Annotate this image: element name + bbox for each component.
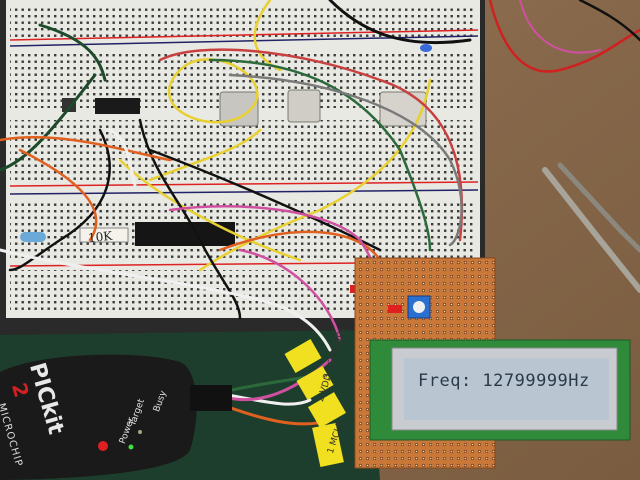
wire-tag-4 (312, 422, 344, 468)
crystal-oscillator-2 (287, 89, 321, 123)
capacitor-blue-left (20, 232, 46, 242)
trimmer-knob (413, 301, 425, 313)
crystal-oscillator-3 (379, 91, 427, 127)
tweezers-arm (557, 162, 640, 253)
pickit-programmer (0, 354, 197, 480)
crystal-oscillator-1 (219, 91, 259, 127)
tweezers (542, 167, 640, 293)
breadboard-middle-strip (10, 120, 475, 180)
pickit-connector (190, 385, 232, 411)
red-component (388, 305, 402, 313)
wire-tag-3 (308, 392, 346, 428)
breadboard-top-rails (10, 8, 475, 38)
resistor-label: 10K (87, 228, 113, 246)
rail-blue-mid (9, 189, 479, 195)
wire-tag-1 (284, 338, 322, 374)
wire-tag-2 (296, 365, 334, 401)
rail-red-top (9, 29, 479, 41)
lcd-readout: Freq: 12799999Hz (418, 371, 590, 391)
power-led (128, 444, 134, 450)
switch-component (95, 98, 140, 114)
led-red (350, 285, 356, 293)
capacitor-blue-top (420, 44, 432, 52)
target-led (138, 430, 142, 434)
lcd-glass (404, 358, 609, 420)
rail-red-mid (9, 181, 479, 187)
pickit-button (98, 441, 108, 451)
